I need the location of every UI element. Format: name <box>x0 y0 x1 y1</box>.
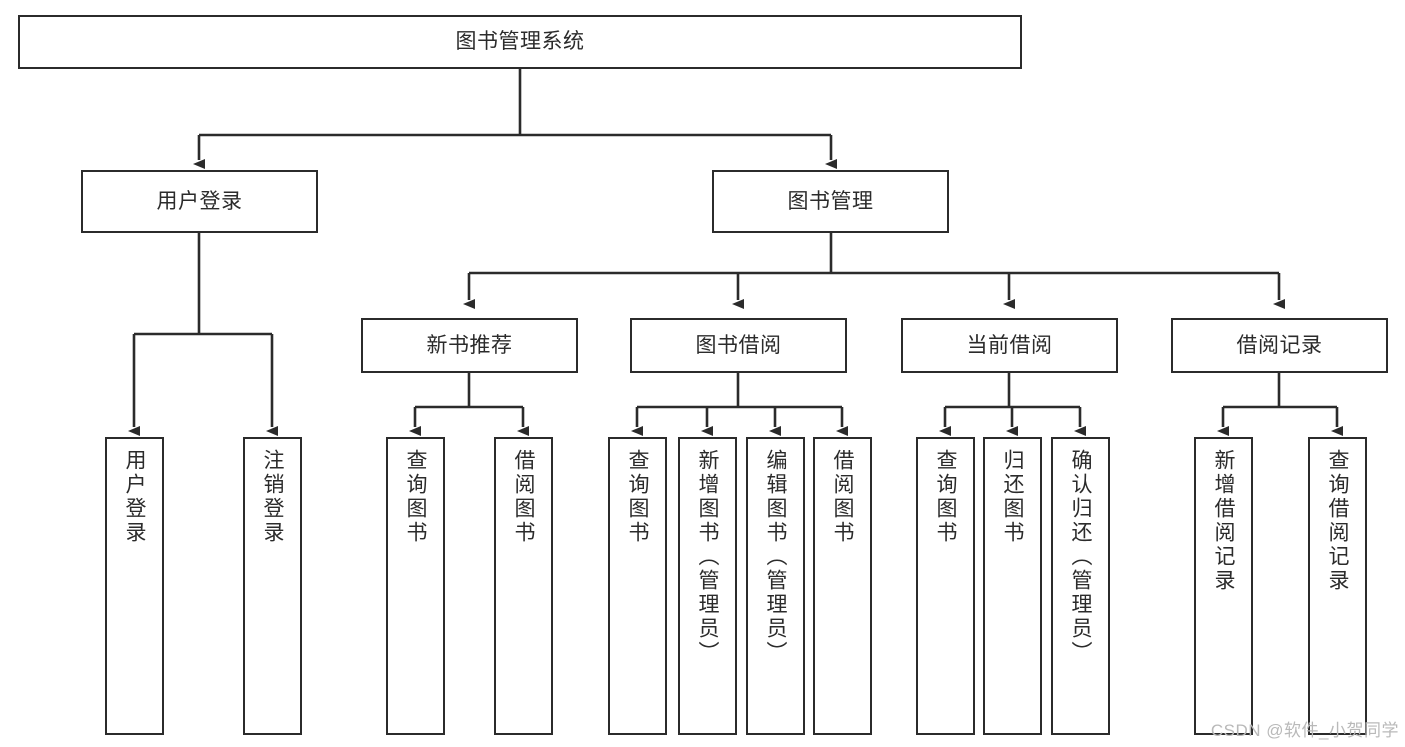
leaf-new-book-query[interactable]: 查询图书 <box>386 437 445 735</box>
node-new-book-recommend[interactable]: 新书推荐 <box>361 318 578 373</box>
leaf-user-login-login[interactable]: 用户登录 <box>105 437 164 735</box>
watermark: CSDN @软件_小贺同学 <box>1210 721 1399 740</box>
node-label: 注销登录 <box>261 449 284 545</box>
node-borrow-records[interactable]: 借阅记录 <box>1171 318 1388 373</box>
node-label: 查询借阅记录 <box>1326 449 1349 593</box>
node-label: 用户登录 <box>156 189 243 213</box>
leaf-current-borrow-query[interactable]: 查询图书 <box>916 437 975 735</box>
leaf-borrow-records-add[interactable]: 新增借阅记录 <box>1194 437 1253 735</box>
node-label: 归还图书 <box>1001 449 1024 545</box>
node-label: 新书推荐 <box>426 333 513 357</box>
node-label: 借阅图书 <box>512 449 535 545</box>
node-label: 借阅记录 <box>1236 333 1323 357</box>
node-label: 编辑图书（管理员） <box>764 449 787 665</box>
node-label: 图书借阅 <box>695 333 782 357</box>
node-label: 确认归还（管理员） <box>1069 449 1092 665</box>
node-user-login[interactable]: 用户登录 <box>81 170 318 233</box>
node-book-borrow[interactable]: 图书借阅 <box>630 318 847 373</box>
leaf-current-borrow-return[interactable]: 归还图书 <box>983 437 1042 735</box>
leaf-borrow-records-query[interactable]: 查询借阅记录 <box>1308 437 1367 735</box>
node-label: 新增图书（管理员） <box>696 449 719 665</box>
node-root-book-management-system[interactable]: 图书管理系统 <box>18 15 1022 69</box>
node-label: 图书管理 <box>787 189 874 213</box>
leaf-user-login-logout[interactable]: 注销登录 <box>243 437 302 735</box>
node-current-borrow[interactable]: 当前借阅 <box>901 318 1118 373</box>
node-label: 新增借阅记录 <box>1212 449 1235 593</box>
node-label: 查询图书 <box>404 449 427 545</box>
node-book-management[interactable]: 图书管理 <box>712 170 949 233</box>
node-label: 借阅图书 <box>831 449 854 545</box>
leaf-book-borrow-edit[interactable]: 编辑图书（管理员） <box>746 437 805 735</box>
leaf-book-borrow-borrow[interactable]: 借阅图书 <box>813 437 872 735</box>
leaf-current-borrow-confirm[interactable]: 确认归还（管理员） <box>1051 437 1110 735</box>
node-label: 用户登录 <box>123 449 146 545</box>
leaf-book-borrow-add[interactable]: 新增图书（管理员） <box>678 437 737 735</box>
node-label: 图书管理系统 <box>455 30 585 54</box>
node-label: 当前借阅 <box>966 333 1053 357</box>
leaf-new-book-borrow[interactable]: 借阅图书 <box>494 437 553 735</box>
leaf-book-borrow-query[interactable]: 查询图书 <box>608 437 667 735</box>
node-label: 查询图书 <box>934 449 957 545</box>
node-label: 查询图书 <box>626 449 649 545</box>
